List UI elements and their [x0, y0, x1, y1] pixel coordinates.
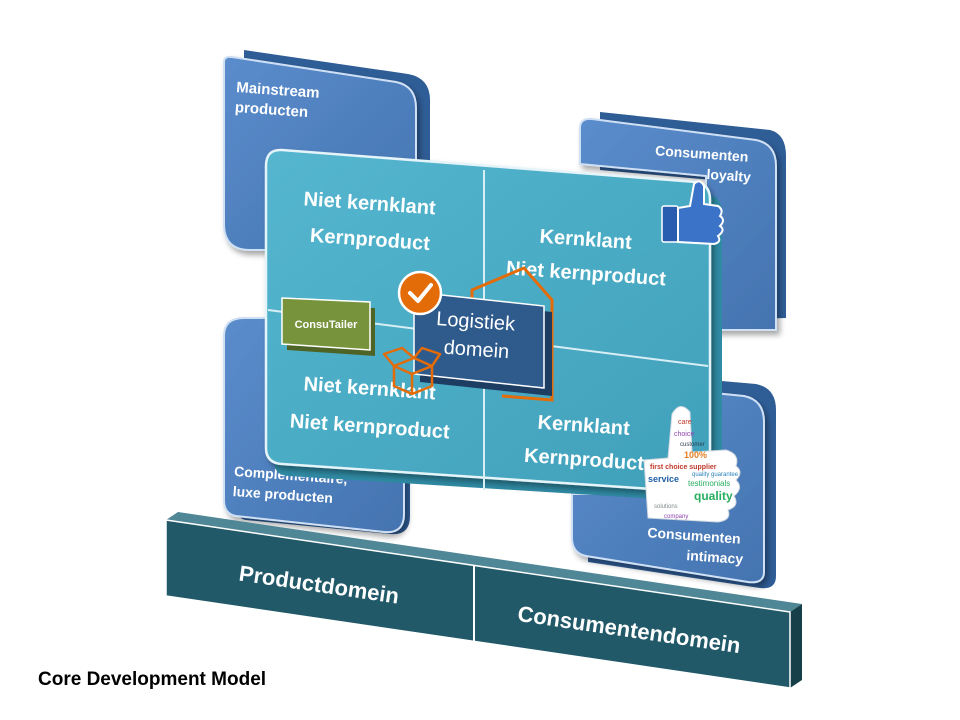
- word-cloud-thumbs-icon: care choice customer 100% first choice s…: [643, 406, 741, 523]
- svg-text:Consumenten intimacy: Consumenten intimacy: [646, 524, 746, 567]
- corner-text-line: Consumenten: [655, 142, 749, 164]
- logistiek-domein-box: Logistiek domein: [413, 291, 552, 396]
- corner-text-line: loyalty: [706, 166, 752, 185]
- corner-box-loyalty: Consumenten loyalty: [579, 112, 786, 331]
- cloud-word: solutions: [654, 504, 678, 510]
- cloud-word: service: [648, 474, 679, 484]
- base-bar: Productdomein Consumentendomein: [165, 512, 802, 689]
- open-box-icon: [382, 346, 442, 396]
- corner-text-line: intimacy: [686, 547, 744, 567]
- cloud-word: customer: [680, 442, 705, 448]
- consutailer-label: ConsuTailer: [295, 319, 358, 331]
- svg-text:Mainstream producten: Mainstream producten: [234, 79, 324, 122]
- cloud-word: first choice supplier: [650, 464, 717, 471]
- svg-text:Consumenten loyalty: Consumenten loyalty: [653, 142, 753, 185]
- thumbs-up-icon: [661, 180, 724, 246]
- check-circle-icon: [397, 270, 443, 316]
- logistiek-text-line: domein: [443, 337, 510, 364]
- cloud-word: quality: [694, 489, 733, 503]
- cloud-word: 100%: [684, 450, 707, 460]
- cloud-word: testimonials: [688, 479, 730, 488]
- corner-text-line: luxe producten: [232, 483, 333, 506]
- cloud-word: company: [664, 514, 688, 520]
- caption: Core Development Model: [38, 669, 267, 690]
- corner-text-line: producten: [234, 99, 308, 121]
- corner-text-line: Mainstream: [236, 79, 320, 102]
- corner-text-line: Consumenten: [647, 524, 741, 546]
- cloud-word: quality guarantee: [692, 472, 739, 478]
- consutailer-box: ConsuTailer: [281, 297, 375, 356]
- house-outline-icon: [470, 266, 554, 402]
- cloud-word: care: [678, 419, 692, 426]
- cloud-word: choice: [674, 431, 694, 438]
